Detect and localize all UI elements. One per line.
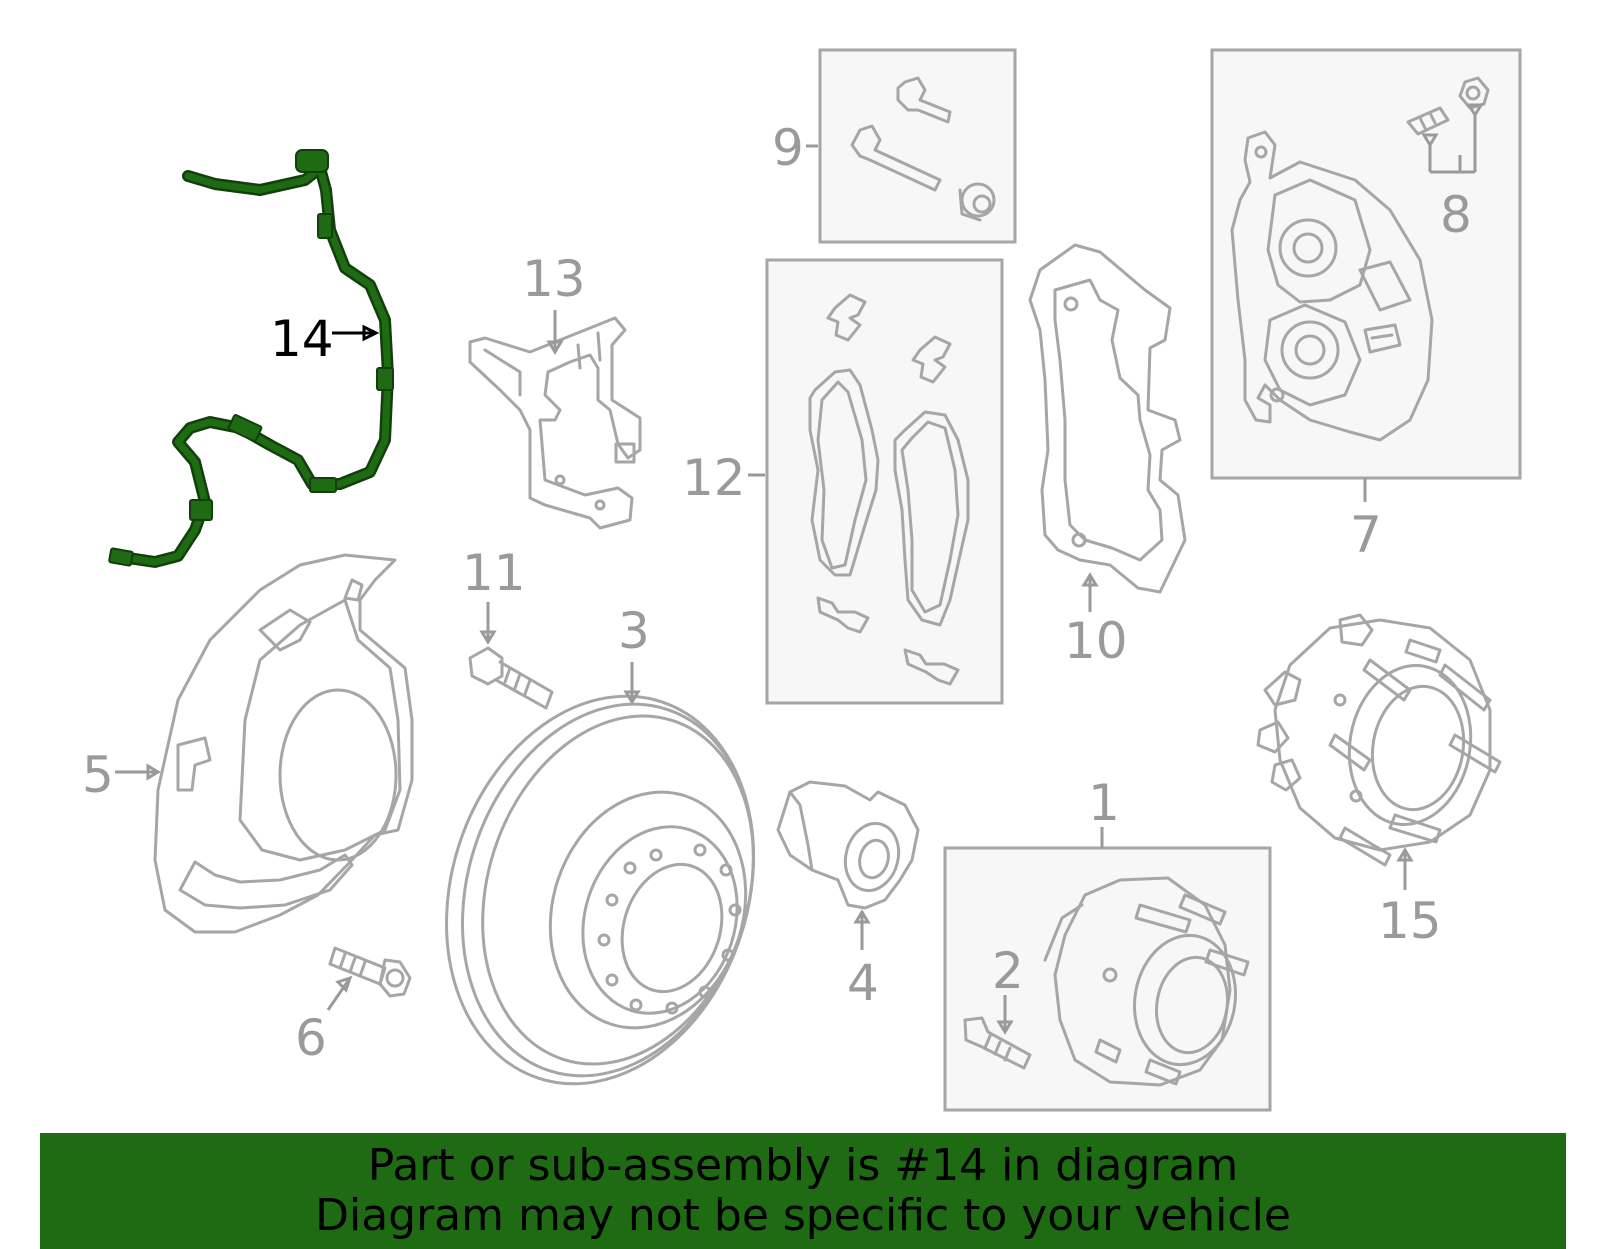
callout-3: 3 [618, 602, 650, 660]
callout-4: 4 [847, 954, 879, 1012]
part-9-guide-pin-kit[interactable] [850, 76, 996, 222]
callout-12: 12 [682, 449, 746, 507]
callout-9: 9 [772, 119, 804, 177]
leader-lines [115, 103, 1484, 1035]
callout-10: 10 [1064, 612, 1128, 670]
part-1-hub-assembly[interactable] [1043, 876, 1250, 1087]
part-13-bracket[interactable] [468, 316, 642, 530]
info-banner: Part or sub-assembly is #14 in diagram D… [40, 1133, 1566, 1249]
callout-6: 6 [295, 1009, 327, 1067]
callout-11: 11 [462, 544, 526, 602]
callout-14[interactable]: 14 [270, 310, 334, 368]
part-11-bolt[interactable] [468, 646, 554, 710]
banner-line-1: Part or sub-assembly is #14 in diagram [367, 1140, 1239, 1191]
callout-13: 13 [522, 250, 586, 308]
part-15-hub[interactable] [1256, 613, 1502, 867]
part-10-caliper-bracket[interactable] [1028, 243, 1187, 594]
callout-labels: 9 13 14 8 12 7 11 10 3 5 1 15 2 4 6 [82, 119, 1472, 1067]
part-5-splash-shield[interactable] [153, 553, 414, 934]
callout-5: 5 [82, 746, 114, 804]
callout-7: 7 [1350, 506, 1382, 564]
part-4-spacer[interactable] [776, 780, 920, 910]
callout-2: 2 [992, 942, 1024, 1000]
part-6-bolt[interactable] [328, 946, 412, 998]
part-14-abs-sensor-wire[interactable] [108, 149, 394, 568]
callout-1: 1 [1088, 774, 1120, 832]
banner-line-2: Diagram may not be specific to your vehi… [315, 1190, 1291, 1241]
part-3-rotor[interactable] [398, 656, 802, 1124]
rotor-bolt-holes [597, 843, 742, 1015]
callout-8: 8 [1440, 186, 1472, 244]
part-8-bolt-and-nut[interactable] [1406, 76, 1490, 136]
part-7-caliper[interactable] [1230, 130, 1434, 442]
part-2-wheel-stud[interactable] [963, 1016, 1032, 1070]
box-part-12 [765, 258, 1004, 705]
part-12-brake-pads[interactable] [808, 293, 970, 686]
callout-15: 15 [1378, 892, 1442, 950]
